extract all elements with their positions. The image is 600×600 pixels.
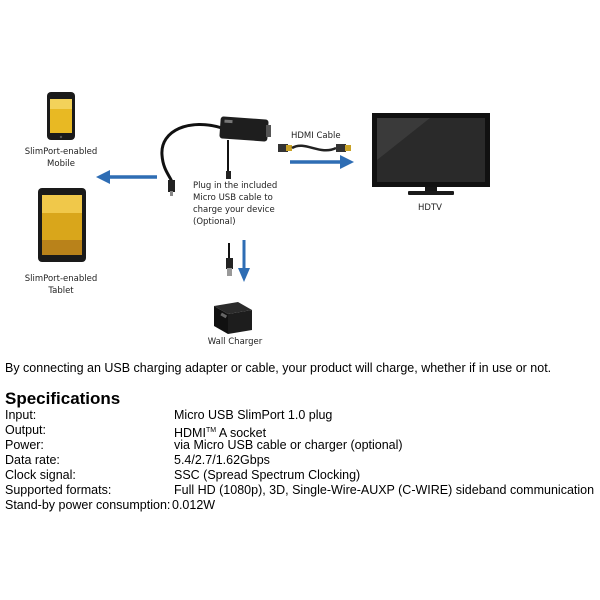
- hdtv-image: [372, 113, 490, 195]
- wall-charger-image: [214, 302, 252, 334]
- mobile-label: SlimPort-enabled Mobile: [16, 146, 106, 170]
- trademark-sup: TM: [205, 427, 217, 434]
- specifications-title: Specifications: [5, 389, 121, 408]
- spec-label: Supported formats:: [5, 483, 112, 497]
- spec-value: 0.012W: [172, 498, 216, 512]
- plug-note: Plug in the included Micro USB cable to …: [193, 180, 277, 228]
- spec-value: HDMITM A socket: [174, 423, 266, 441]
- tablet-label-line-2: Tablet: [48, 286, 74, 296]
- spec-value: Full HD (1080p), 3D, Single-Wire-AUXP (C…: [174, 483, 595, 497]
- usb-cable-image: [226, 243, 233, 276]
- spec-label: Output:: [5, 423, 46, 437]
- spec-value-main: HDMI: [174, 426, 206, 440]
- tablet-image: [38, 188, 86, 262]
- hdmi-cable-image: [278, 144, 351, 152]
- plug-note-line-2: Micro USB cable to: [193, 193, 273, 203]
- spec-value: Micro USB SlimPort 1.0 plug: [174, 408, 333, 422]
- arrow-to-hdtv: [290, 155, 354, 169]
- tablet-label: SlimPort-enabled Tablet: [16, 273, 106, 297]
- plug-note-line-4: (Optional): [193, 217, 236, 227]
- connection-diagram: SlimPort-enabled Mobile SlimPort-enabled…: [16, 92, 490, 347]
- mobile-label-line-1: SlimPort-enabled: [24, 147, 98, 157]
- mobile-phone-image: [47, 92, 75, 140]
- diagram-graphics: [38, 92, 490, 334]
- plug-note-line-3: charge your device: [193, 205, 275, 215]
- hdtv-label: HDTV: [418, 203, 442, 213]
- slimport-adapter-image: [160, 116, 271, 196]
- mobile-label-line-2: Mobile: [47, 159, 75, 169]
- charging-caption: By connecting an USB charging adapter or…: [5, 361, 552, 375]
- spec-value: 5.4/2.7/1.62Gbps: [174, 453, 270, 467]
- hdmi-cable-label: HDMI Cable: [291, 131, 341, 141]
- arrow-to-devices: [96, 170, 157, 184]
- spec-label: Data rate:: [5, 453, 60, 467]
- tablet-label-line-1: SlimPort-enabled: [24, 274, 98, 284]
- spec-label: Input:: [5, 408, 37, 422]
- spec-value-rest: A socket: [216, 426, 267, 440]
- plug-note-line-1: Plug in the included: [193, 181, 278, 191]
- spec-label: Power:: [5, 438, 44, 452]
- spec-label: Clock signal:: [5, 468, 76, 482]
- spec-label: Stand-by power consumption:: [5, 498, 171, 512]
- wall-charger-label: Wall Charger: [207, 337, 263, 347]
- arrow-to-charger: [238, 240, 250, 282]
- spec-value: SSC (Spread Spectrum Clocking): [174, 468, 361, 482]
- spec-value: via Micro USB cable or charger (optional…: [174, 438, 403, 452]
